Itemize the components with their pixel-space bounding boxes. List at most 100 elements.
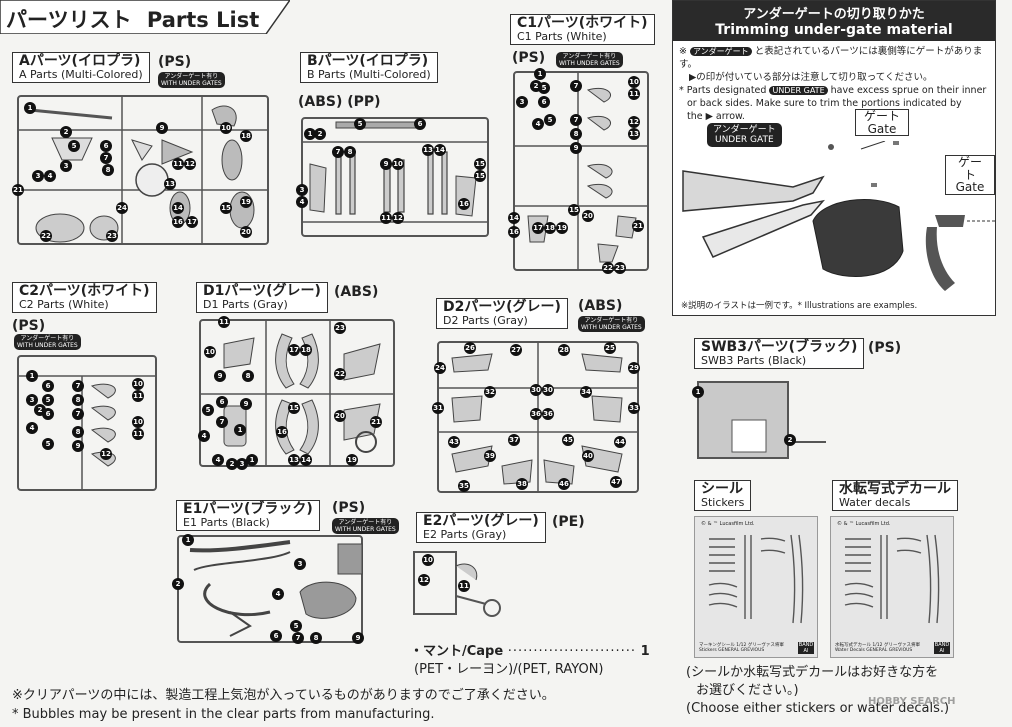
part-number: 22 <box>40 230 52 242</box>
part-number: 11 <box>132 428 144 440</box>
part-number: 13 <box>628 128 640 140</box>
part-number: 5 <box>202 404 214 416</box>
part-number: 7 <box>216 416 228 428</box>
cape-material: (PET・レーヨン)/(PET, RAYON) <box>414 662 604 677</box>
part-number: 26 <box>464 342 476 354</box>
cape-qty: 1 <box>640 644 650 659</box>
part-number: 15 <box>220 202 232 214</box>
part-number: 8 <box>310 632 322 644</box>
part-number: 4 <box>198 430 210 442</box>
decal-footer: 水転写式デカール 1/12 グリーヴァス将軍 Water Decals GENE… <box>835 643 920 653</box>
parts-d1-jp: D1パーツ(グレー) <box>203 283 321 299</box>
page-title-jp: パーツリスト <box>6 8 132 32</box>
part-number: 23 <box>614 262 626 274</box>
decals-label: 水転写式デカール Water decals <box>832 480 958 512</box>
parts-b-material: (ABS) (PP) <box>298 94 381 110</box>
runner-swb3: 1 2 <box>692 376 832 464</box>
part-number: 20 <box>334 410 346 422</box>
part-number: 10 <box>628 76 640 88</box>
part-number: 4 <box>296 196 308 208</box>
trimming-note-jp-2: ▶の印が付いている部分は注意して切り取ってください。 <box>689 72 933 83</box>
bandai-logo: BANDAI <box>798 642 814 654</box>
part-number: 5 <box>538 82 550 94</box>
part-number: 13 <box>422 144 434 156</box>
tag-jp: アンダーゲート有り <box>164 73 219 80</box>
part-number: 9 <box>352 632 364 644</box>
part-number: 9 <box>72 440 84 452</box>
part-number: 6 <box>270 630 282 642</box>
part-number: 6 <box>216 396 228 408</box>
part-number: 10 <box>220 122 232 134</box>
part-number: 6 <box>42 380 54 392</box>
runner-e1-frame <box>177 535 363 643</box>
part-number: 8 <box>102 164 114 176</box>
decals-jp: 水転写式デカール <box>839 481 951 497</box>
part-number: 23 <box>334 322 346 334</box>
part-number: 5 <box>290 620 302 632</box>
parts-a-jp: Aパーツ(イロプラ) <box>19 53 141 69</box>
part-number: 25 <box>604 342 616 354</box>
part-number: 11 <box>380 212 392 224</box>
part-number: 5 <box>42 394 54 406</box>
runner-d2-frame <box>437 341 639 493</box>
note-jp-1: と表記されているパーツには裏側等にゲートがあります。 <box>679 46 983 70</box>
part-number: 2 <box>172 578 184 590</box>
decals-en: Water decals <box>839 495 911 509</box>
tag-en: WITH UNDER GATES <box>335 526 396 533</box>
part-number: 12 <box>628 116 640 128</box>
parts-e2-jp: E2パーツ(グレー) <box>423 513 539 529</box>
runner-b: 1 2 5 6 7 8 9 10 13 14 15 15 3 4 11 12 1… <box>296 112 496 242</box>
part-number: 30 <box>530 384 542 396</box>
runner-e2-frame <box>413 551 501 617</box>
parts-a-en: A Parts (Multi-Colored) <box>19 67 143 81</box>
cape-row: ・マント/Cape ························· 1 <box>410 640 650 659</box>
part-number: 11 <box>628 88 640 100</box>
part-number: 5 <box>354 118 366 130</box>
part-number: 3 <box>236 458 248 470</box>
part-number: 10 <box>132 416 144 428</box>
part-number: 17 <box>288 344 300 356</box>
part-number: 6 <box>100 140 112 152</box>
parts-label-swb3: SWB3パーツ(ブラック) SWB3 Parts (Black) <box>694 338 865 370</box>
parts-c1-jp: C1パーツ(ホワイト) <box>517 15 648 31</box>
part-number: 1 <box>182 534 194 546</box>
part-number: 4 <box>26 422 38 434</box>
part-number: 11 <box>458 580 470 592</box>
footer-en: * Bubbles may be present in the clear pa… <box>12 707 435 722</box>
part-number: 14 <box>172 202 184 214</box>
part-number: 18 <box>300 344 312 356</box>
part-number: 14 <box>508 212 520 224</box>
part-number: 12 <box>418 574 430 586</box>
footer-note: ※クリアパーツの中には、製造工程上気泡が入っているものがありますのでご了承くださ… <box>12 686 555 724</box>
part-number: 37 <box>508 434 520 446</box>
parts-e2-en: E2 Parts (Gray) <box>423 527 507 541</box>
part-number: 11 <box>132 390 144 402</box>
part-number: 35 <box>458 480 470 492</box>
choose-note: (シールか水転写式デカールはお好きな方を お選びください。) (Choose e… <box>686 664 949 718</box>
part-number: 20 <box>582 210 594 222</box>
parts-e1-material: (PS) <box>332 500 366 516</box>
part-number: 15 <box>288 402 300 414</box>
part-number: 27 <box>510 344 522 356</box>
part-number: 22 <box>602 262 614 274</box>
trimming-note-en-1: * Parts designated UNDER GATE have exces… <box>679 84 989 97</box>
part-number: 7 <box>332 146 344 158</box>
part-number: 45 <box>562 434 574 446</box>
part-number: 3 <box>60 160 72 172</box>
tag-en: WITH UNDER GATES <box>17 342 78 349</box>
part-number: 1 <box>24 102 36 114</box>
part-number: 9 <box>380 158 392 170</box>
stickers-en: Stickers <box>701 495 745 509</box>
trimming-note-en-4: the ▶ arrow. <box>687 111 745 122</box>
trimming-note-jp-1: ※ アンダーゲート と表記されているパーツには裏側等にゲートがあります。 <box>679 45 989 71</box>
note-tag-en: UNDER GATE <box>769 86 828 95</box>
part-number: 4 <box>272 588 284 600</box>
part-number: 15 <box>474 158 486 170</box>
part-number: 21 <box>12 184 24 196</box>
parts-c2-jp: C2パーツ(ホワイト) <box>19 283 150 299</box>
trimming-notes: ※ アンダーゲート と表記されているパーツには裏側等にゲートがあります。 ▶の印… <box>673 41 995 123</box>
trimming-title-jp: アンダーゲートの切り取りかた <box>743 7 925 22</box>
page-title-en: Parts List <box>146 8 260 32</box>
